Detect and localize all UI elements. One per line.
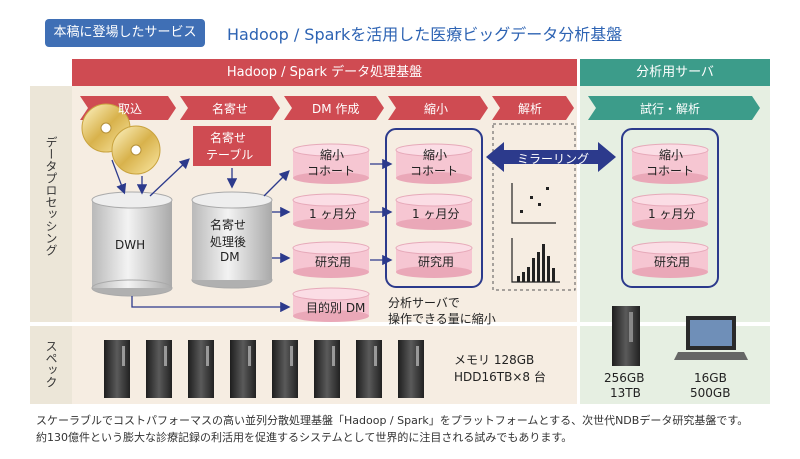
platform-bar: Hadoop / Spark データ処理基盤 [72, 59, 577, 86]
spec-row-label: スペック [44, 340, 58, 388]
server-research-label: 研究用 [654, 255, 691, 269]
dm-cylinder [191, 191, 273, 289]
shrink-cohort-cylinder [395, 143, 473, 184]
server-cohort-label-2: コホート [646, 164, 695, 178]
mirroring-arrow [486, 142, 616, 172]
shrink-month-label: 1 ヶ月分 [412, 207, 460, 221]
server-note-line-2: 操作できる量に縮小 [388, 312, 496, 326]
spec-row-header [30, 326, 72, 404]
step-chevron-shrink [388, 96, 488, 120]
step-chevron-merge [180, 96, 280, 120]
server-frame [621, 128, 719, 288]
footer-line-2: 約130億件という膨大な診療記録の利活用を促進するシステムとして世界的に注目され… [36, 431, 573, 444]
analysis-dashed-frame [492, 123, 576, 291]
dm-cohort-cylinder [292, 143, 370, 184]
dm-month-cylinder [292, 193, 370, 230]
histogram-thumbnail-icon [511, 238, 560, 283]
dm-cohort-label-1: 縮小 [320, 148, 345, 162]
step-chevron-trial [588, 96, 760, 120]
step-ingest-label: 取込 [118, 102, 143, 116]
scatter-thumbnail-icon [511, 183, 556, 224]
dm-month-label: 1 ヶ月分 [309, 207, 357, 221]
step-merge-label: 名寄せ [212, 102, 249, 116]
dwh-label: DWH [115, 238, 146, 252]
laptop-spec-memory: 16GB [694, 371, 727, 385]
name-table-box [193, 126, 271, 166]
server-cohort-label-1: 縮小 [659, 148, 684, 162]
step-chevron-dm [284, 96, 384, 120]
footer-line-1: スケーラブルでコストパフォーマスの高い並列分散処理基盤「Hadoop / Spa… [36, 414, 749, 427]
tower-spec-storage: 13TB [610, 386, 641, 400]
processing-row-header [30, 86, 72, 322]
dm-label-1: 名寄せ [210, 218, 247, 232]
step-chevron-analysis [492, 96, 574, 120]
spec-server-area [580, 326, 770, 404]
step-trial-label: 試行・解析 [640, 102, 701, 116]
spec-hdd: HDD16TB×8 台 [454, 370, 546, 384]
server-note-line-1: 分析サーバで [388, 296, 460, 310]
purpose-dm-cylinder [292, 287, 370, 322]
server-cohort-cylinder [631, 143, 709, 184]
server-racks-icon [104, 340, 424, 398]
cd-disc-2-icon [111, 125, 161, 175]
name-table-label-2: テーブル [206, 148, 254, 162]
dm-label-2: 処理後 [210, 235, 247, 249]
processing-row-label: データプロセッシング [44, 136, 58, 256]
tower-pc-icon [612, 306, 640, 366]
step-analysis-label: 解析 [518, 102, 543, 116]
dwh-cylinder [91, 191, 173, 297]
mirroring-label: ミラーリング [517, 152, 590, 166]
laptop-icon [674, 316, 748, 360]
server-month-cylinder [631, 193, 709, 230]
shrink-cohort-label-1: 縮小 [423, 148, 448, 162]
server-bar: 分析用サーバ [580, 59, 770, 86]
dm-research-label: 研究用 [315, 255, 352, 269]
page-title: Hadoop / Sparkを活用した医療ビッグデータ分析基盤 [227, 25, 623, 44]
dm-research-cylinder [292, 241, 370, 278]
tower-spec-memory: 256GB [604, 371, 645, 385]
spec-memory: メモリ 128GB [454, 353, 535, 367]
server-month-label: 1 ヶ月分 [648, 207, 696, 221]
dm-label-3: DM [220, 250, 240, 264]
services-badge: 本稿に登場したサービス [45, 19, 205, 47]
shrink-research-label: 研究用 [418, 255, 455, 269]
shrink-month-cylinder [395, 193, 473, 230]
dm-cohort-label-2: コホート [307, 164, 356, 178]
laptop-spec-storage: 500GB [690, 386, 731, 400]
server-research-cylinder [631, 241, 709, 278]
name-table-label-1: 名寄せ [210, 131, 247, 145]
step-dm-label: DM 作成 [312, 102, 360, 116]
shrink-research-cylinder [395, 241, 473, 278]
step-shrink-label: 縮小 [424, 102, 449, 116]
purpose-dm-label: 目的別 DM [306, 301, 366, 315]
shrink-cohort-label-2: コホート [410, 164, 459, 178]
